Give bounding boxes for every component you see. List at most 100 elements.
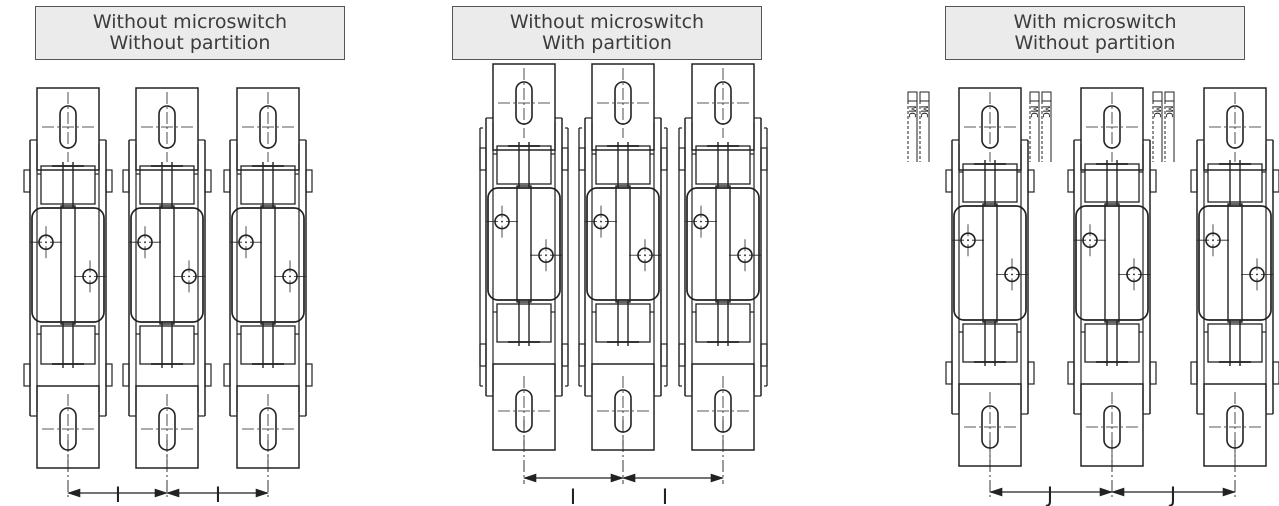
dimension-label-2: I [662, 485, 668, 506]
base-notch [1149, 361, 1157, 385]
microswitch-box [1152, 91, 1163, 102]
fuse-body [953, 205, 1027, 321]
panel-title: Without microswitch Without partition [35, 6, 345, 60]
contact-clip [139, 165, 195, 205]
title-line-2: Without partition [1014, 32, 1176, 54]
contact-clip [695, 145, 751, 185]
fuse-base-group [23, 87, 313, 469]
fuse-body [1075, 205, 1149, 321]
drawing-panel-1: I I [23, 87, 313, 506]
panel-without-microswitch-with-partition: Without microswitch With partition I I [420, 0, 840, 506]
contact-clip [496, 145, 552, 185]
dimension-arrow [710, 473, 724, 483]
dimension-arrow [610, 473, 624, 483]
dimension-arrow [989, 487, 1003, 497]
dimension-arrow [67, 488, 81, 498]
title-line-2: With partition [542, 32, 672, 54]
base-notch [760, 147, 768, 171]
fuse-link [260, 205, 276, 325]
fuse-link [982, 203, 998, 323]
fuse-body [31, 207, 105, 323]
panel-without-microswitch-without-partition: Without microswitch Without partition I … [0, 0, 420, 506]
fuse-base-unit [479, 63, 569, 451]
terminal-plate-top [36, 87, 100, 171]
terminal-plate-top [1080, 87, 1144, 171]
fuse-body [586, 187, 660, 301]
microswitch-box [1041, 91, 1052, 102]
microswitch-box [1164, 91, 1175, 102]
base-notch [223, 363, 231, 387]
base-notch [305, 363, 313, 387]
base-notch [1190, 361, 1198, 385]
base-notch [578, 343, 586, 367]
fuse-link [1227, 203, 1243, 323]
dimension-arrow [523, 473, 537, 483]
base-notch [204, 363, 212, 387]
base-notch [760, 343, 768, 367]
microswitch-label: MC [1040, 106, 1051, 118]
title-line-2: Without partition [109, 32, 271, 54]
base-notch [1272, 361, 1279, 385]
base-notch [479, 343, 487, 367]
dimension-lines [67, 440, 269, 499]
base-notch [479, 147, 487, 171]
title-line-1: With microswitch [1013, 11, 1177, 33]
contact-clip [695, 303, 751, 343]
base-notch [305, 169, 313, 193]
base-notch [105, 169, 113, 193]
terminal-plate-top [591, 63, 655, 151]
fuse-link [516, 185, 532, 303]
fuse-link [60, 205, 76, 325]
contact-clip [40, 325, 96, 365]
contact-clip [595, 145, 651, 185]
fuse-base-group [479, 63, 768, 451]
base-notch [561, 147, 569, 171]
title-line-1: Without microswitch [509, 11, 705, 33]
fuse-base-unit [23, 87, 113, 469]
base-notch [678, 147, 686, 171]
base-notch [578, 147, 586, 171]
fuse-body [130, 207, 204, 323]
dimension-arrow [1111, 487, 1125, 497]
dimension-label-1: I [115, 483, 121, 506]
terminal-plate-top [691, 63, 755, 151]
dimension-label-1: J [1045, 483, 1053, 506]
base-notch [1149, 169, 1157, 193]
microswitch-label: MC [906, 106, 917, 118]
panel-title: With microswitch Without partition [945, 6, 1245, 60]
fuse-link [715, 185, 731, 303]
base-notch [1272, 169, 1279, 193]
base-notch [660, 147, 668, 171]
base-notch [660, 343, 668, 367]
contact-clip [240, 325, 296, 365]
dimension-label-2: I [215, 483, 221, 506]
fuse-base-unit [223, 87, 313, 469]
dimension-arrow [154, 488, 168, 498]
microswitch-box [907, 91, 918, 102]
contact-clip [595, 303, 651, 343]
fuse-link [159, 205, 175, 325]
microswitch-label: MC [918, 106, 929, 118]
contact-clip [240, 165, 296, 205]
dimension-label-2: J [1168, 483, 1176, 506]
microswitch-box [1029, 91, 1040, 102]
fuse-base-unit [122, 87, 212, 469]
base-notch [204, 169, 212, 193]
contact-clip [496, 303, 552, 343]
base-notch [945, 169, 953, 193]
base-notch [105, 363, 113, 387]
base-notch [23, 169, 31, 193]
contact-clip [1207, 323, 1263, 363]
base-notch [23, 363, 31, 387]
panel-title: Without microswitch With partition [452, 6, 762, 60]
fuse-body [1198, 205, 1272, 321]
dimension-arrow [255, 488, 269, 498]
terminal-plate-top [236, 87, 300, 171]
microswitch-label: MC [1163, 106, 1174, 118]
